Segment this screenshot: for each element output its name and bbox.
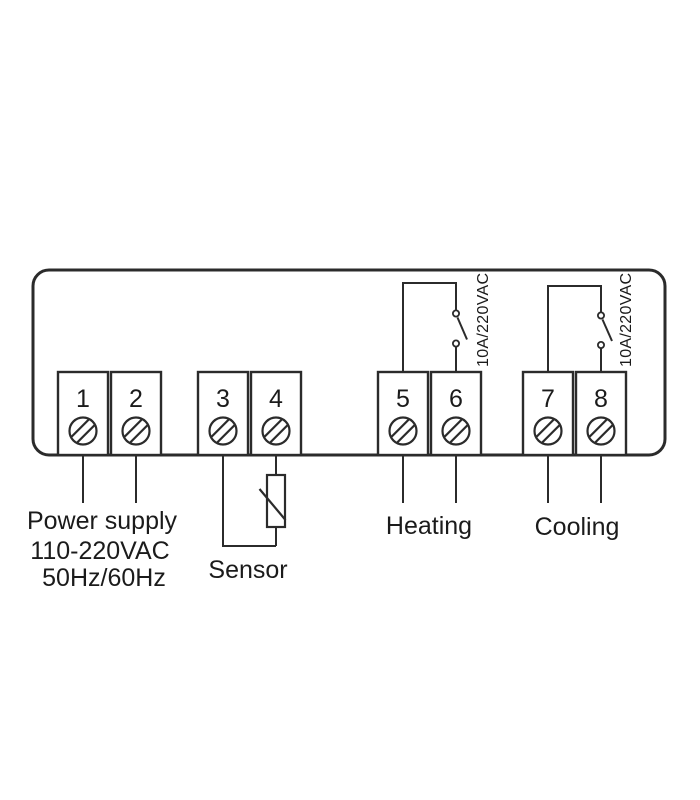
terminal-number-5: 5 bbox=[396, 385, 410, 413]
terminal-block-power: 1 2 bbox=[56, 370, 163, 457]
cooling-wires bbox=[547, 455, 602, 503]
heating-connection: Heating bbox=[386, 455, 472, 540]
screw-terminal-icon bbox=[533, 416, 563, 446]
cooling-relay-switch-icon: 10A/220VAC bbox=[547, 273, 635, 372]
cooling-connection: Cooling bbox=[535, 455, 620, 541]
terminal-block-heating: 5 6 bbox=[376, 370, 483, 457]
terminal-number-7: 7 bbox=[541, 385, 555, 413]
heating-relay-rating: 10A/220VAC bbox=[475, 273, 492, 367]
terminal-number-4: 4 bbox=[269, 385, 283, 413]
screw-terminal-icon bbox=[388, 416, 418, 446]
cooling-relay-rating: 10A/220VAC bbox=[618, 273, 635, 367]
terminal-number-1: 1 bbox=[76, 385, 90, 413]
screw-terminal-icon bbox=[586, 416, 616, 446]
heating-wires bbox=[402, 455, 457, 503]
terminal-number-2: 2 bbox=[129, 385, 143, 413]
controller-outline bbox=[31, 268, 667, 457]
power-frequency-label: 50Hz/60Hz bbox=[42, 564, 166, 592]
power-voltage-label: 110-220VAC bbox=[30, 537, 169, 565]
cooling-label: Cooling bbox=[535, 513, 620, 541]
sensor-connection: Sensor bbox=[208, 455, 288, 584]
heating-label: Heating bbox=[386, 512, 472, 540]
terminal-block-cooling: 7 8 bbox=[521, 370, 628, 457]
terminal-number-8: 8 bbox=[594, 385, 608, 413]
heating-relay-switch-icon: 10A/220VAC bbox=[402, 273, 492, 372]
power-wires bbox=[82, 455, 137, 503]
terminal-number-3: 3 bbox=[216, 385, 230, 413]
thermistor-icon bbox=[258, 473, 287, 529]
screw-terminal-icon bbox=[121, 416, 151, 446]
terminal-cell-7 bbox=[521, 370, 575, 457]
screw-terminal-icon bbox=[208, 416, 238, 446]
screw-terminal-icon bbox=[261, 416, 291, 446]
screw-terminal-icon bbox=[441, 416, 471, 446]
sensor-label: Sensor bbox=[208, 556, 287, 584]
power-supply-label: Power supply bbox=[27, 507, 178, 535]
terminal-number-6: 6 bbox=[449, 385, 463, 413]
power-supply-connection: Power supply 110-220VAC 50Hz/60Hz bbox=[27, 455, 178, 592]
screw-terminal-icon bbox=[68, 416, 98, 446]
sensor-wires bbox=[222, 455, 277, 547]
